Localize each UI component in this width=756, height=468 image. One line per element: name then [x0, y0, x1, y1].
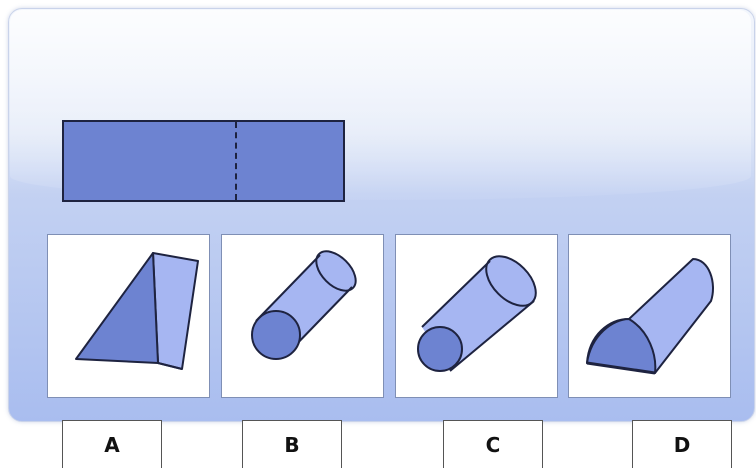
option-a-label[interactable]: A: [62, 420, 162, 468]
center-axis-line: [235, 122, 237, 200]
option-c-label[interactable]: C: [443, 420, 543, 468]
option-a-figure[interactable]: [47, 234, 210, 398]
option-b-label[interactable]: B: [242, 420, 342, 468]
triangular-prism-icon: [75, 252, 199, 370]
option-b-figure[interactable]: [221, 234, 384, 398]
option-d-figure[interactable]: [568, 234, 731, 398]
half-cylinder-icon: [586, 258, 714, 375]
cylinder-icon: [251, 250, 357, 360]
option-d-label[interactable]: D: [632, 420, 732, 468]
truncated-cone-icon: [417, 255, 537, 372]
option-c-figure[interactable]: [395, 234, 558, 398]
front-view-figure: [62, 120, 345, 202]
